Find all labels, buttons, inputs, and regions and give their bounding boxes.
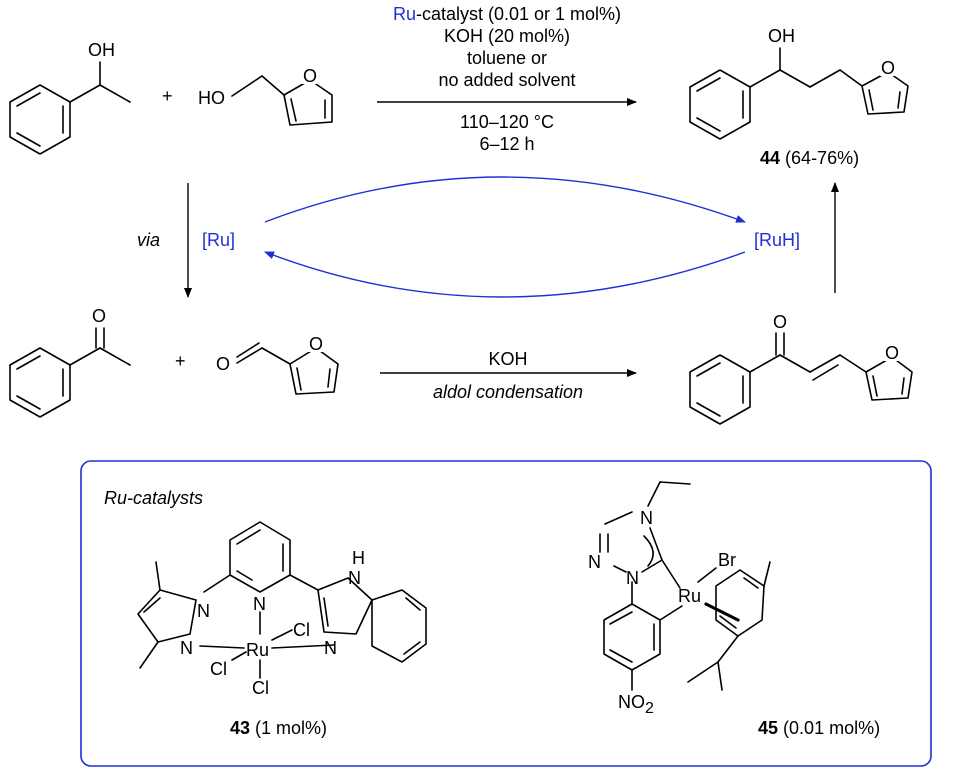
c43-ruthenium: Ru (246, 640, 269, 660)
c43-nh-h: H (352, 548, 365, 568)
product-44-structure (689, 47, 909, 140)
catalyst-box-title: Ru-catalysts (104, 488, 203, 508)
enone-oxygen: O (773, 312, 787, 332)
c43-chloride-2: Cl (210, 659, 227, 679)
condition-line-4: no added solvent (438, 70, 575, 90)
c43-pyrazole-n1: N (197, 601, 210, 621)
product-oh-label: OH (768, 26, 795, 46)
c43-chloride-3: Cl (252, 678, 269, 698)
acetophenone-structure (9, 327, 131, 418)
plus-sign: + (162, 86, 173, 106)
upper-cycle-arc (264, 176, 746, 223)
condition-line-6: 6–12 h (479, 134, 534, 154)
c45-bromide: Br (718, 550, 736, 570)
condition-line-1: Ru-catalyst (0.01 or 1 mol%) (393, 4, 621, 24)
furan-oxygen: O (303, 66, 317, 86)
ruh-label: [RuH] (754, 230, 800, 250)
product-44-caption: 44 (64-76%) (760, 148, 859, 168)
catalyst-43-caption: 43 (1 mol%) (230, 718, 327, 738)
c45-ruthenium: Ru (678, 586, 701, 606)
c45-triazole-n4: N (640, 508, 653, 528)
aldol-reagent: KOH (488, 349, 527, 369)
catalyst-43-structure (137, 521, 427, 679)
lower-cycle-arc (264, 251, 746, 298)
enone-structure (689, 332, 913, 425)
catalyst-box (80, 460, 932, 767)
catalyst-45-caption: 45 (0.01 mol%) (758, 718, 880, 738)
condition-line-5: 110–120 °C (460, 112, 554, 132)
phenylethanol-structure (9, 61, 131, 155)
condition-line-2: KOH (20 mol%) (444, 26, 570, 46)
c45-triazole-n2: N (588, 552, 601, 572)
ketone-oxygen: O (92, 306, 106, 326)
oh-label: OH (88, 40, 115, 60)
c43-chloride-1: Cl (293, 620, 310, 640)
c43-pyrazole-n2: N (180, 638, 193, 658)
ho-label: HO (198, 88, 225, 108)
c45-triazole-n1: N (626, 568, 639, 588)
via-label: via (137, 230, 160, 250)
plus-sign-2: + (175, 351, 186, 371)
condition-line-3: toluene or (467, 48, 547, 68)
aldehyde-oxygen: O (216, 354, 230, 374)
furfural-structure (236, 342, 339, 395)
product-furan-oxygen: O (881, 58, 895, 78)
furfural-furan-oxygen: O (309, 334, 323, 354)
c45-nitro-group: NO2 (618, 692, 654, 717)
c43-nh-n: N (348, 568, 361, 588)
ru-label: [Ru] (202, 230, 235, 250)
catalyst-45-structure (599, 481, 771, 691)
c43-imidazole-n: N (324, 638, 337, 658)
c43-pyridine-n: N (253, 594, 266, 614)
aldol-name: aldol condensation (433, 382, 583, 402)
enone-furan-oxygen: O (885, 343, 899, 363)
